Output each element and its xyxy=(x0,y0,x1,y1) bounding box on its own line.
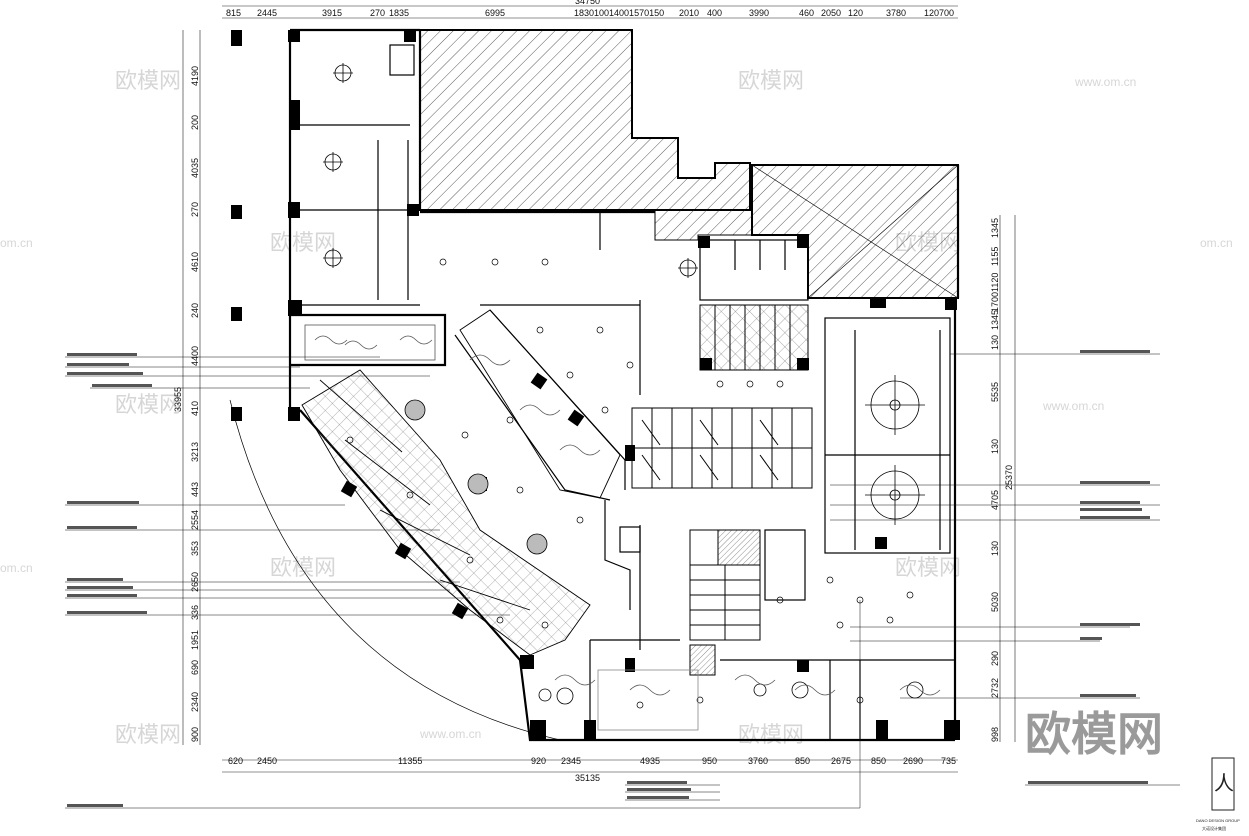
watermark-url: www.om.cn xyxy=(419,727,481,741)
dim-label: 3990 xyxy=(749,8,769,18)
dim-label: 1951 xyxy=(190,630,200,650)
dim-label: 290 xyxy=(990,651,1000,666)
dim-label: 4400 xyxy=(190,346,200,366)
dim-label: 2340 xyxy=(190,692,200,712)
top-dimensions: 815 2445 3915 270 1835 6995 183010014001… xyxy=(226,0,954,18)
dim-label: 920 xyxy=(531,756,546,766)
dim-label: 200 xyxy=(190,115,200,130)
watermark-url: www.om.cn xyxy=(1042,399,1104,413)
watermark-url: om.cn xyxy=(0,561,33,575)
bottom-dimensions: 620 2450 11355 920 2345 4935 950 3760 85… xyxy=(228,756,956,783)
dim-label: 400 xyxy=(707,8,722,18)
dim-label: 1345 xyxy=(990,218,1000,238)
dim-label: 850 xyxy=(795,756,810,766)
dim-label: 2675 xyxy=(831,756,851,766)
dim-label: 1345 xyxy=(990,310,1000,330)
dim-label: 183010014001570150 xyxy=(574,8,664,18)
dim-label: 4610 xyxy=(190,252,200,272)
dim-label: 2450 xyxy=(257,756,277,766)
dim-label: 130 xyxy=(990,541,1000,556)
dim-label: 4035 xyxy=(190,158,200,178)
staircases xyxy=(631,304,813,676)
brand-logo: 欧模网 xyxy=(1025,707,1163,761)
dim-label: 6995 xyxy=(485,8,505,18)
dim-label: 270 xyxy=(190,202,200,217)
dim-label: 900 xyxy=(190,727,200,742)
dim-label: 1835 xyxy=(389,8,409,18)
watermark-url: om.cn xyxy=(0,236,33,250)
dim-label: 815 xyxy=(226,8,241,18)
dim-label: 410 xyxy=(190,401,200,416)
dim-label: 2345 xyxy=(561,756,581,766)
watermark-url: om.cn xyxy=(1200,236,1233,250)
dim-label: 2445 xyxy=(257,8,277,18)
dim-label: 2554 xyxy=(190,510,200,530)
dim-label: 353 xyxy=(190,541,200,556)
ceiling-fixtures xyxy=(323,63,925,705)
watermark-logo: 欧模网 xyxy=(895,556,961,581)
dim-label: 443 xyxy=(190,482,200,497)
watermark-logo: 欧模网 xyxy=(115,393,181,418)
watermark-url: www.om.cn xyxy=(1074,75,1136,89)
dim-label: 3213 xyxy=(190,442,200,462)
dim-label: 120 xyxy=(848,8,863,18)
dim-label: 998 xyxy=(990,727,1000,742)
dim-overall: 25370 xyxy=(1004,465,1014,490)
dim-label: 3915 xyxy=(322,8,342,18)
dim-label: 336 xyxy=(190,605,200,620)
corporate-mark-glyph: 人 xyxy=(1214,771,1234,795)
annotation-leaders xyxy=(65,353,1180,809)
dim-label: 4705 xyxy=(990,490,1000,510)
corporate-mark: 人 DANO DESIGN GROUP 大诺设计集团 xyxy=(1196,757,1240,831)
dim-label: 3780 xyxy=(886,8,906,18)
annotation-labels xyxy=(67,350,1150,807)
dim-label: 1155 xyxy=(990,247,1000,266)
dim-label: 950 xyxy=(702,756,717,766)
dim-label: 2010 xyxy=(679,8,699,18)
dim-label: 130 xyxy=(990,335,1000,350)
dim-overall: 35135 xyxy=(575,773,600,783)
dim-label: 850 xyxy=(871,756,886,766)
curved-canopy xyxy=(229,309,621,741)
dim-label: 2050 xyxy=(821,8,841,18)
dim-label: 4190 xyxy=(190,66,200,86)
dim-overall: 33955 xyxy=(173,387,183,412)
dim-label: 5030 xyxy=(990,592,1000,612)
dimension-lines xyxy=(182,5,1016,773)
dim-label: 2690 xyxy=(903,756,923,766)
watermark-logo: 欧模网 xyxy=(270,231,336,256)
left-dimensions: 4190 200 4035 270 4610 240 4400 410 3213… xyxy=(173,66,200,742)
dim-label: 120700 xyxy=(924,8,954,18)
dim-label: 3760 xyxy=(748,756,768,766)
watermark-logo: 欧模网 xyxy=(738,69,804,94)
dim-label: 690 xyxy=(190,660,200,675)
dim-label: 2732 xyxy=(990,678,1000,698)
right-dimensions: 1345 1155 17001120 1345 130 5535 130 470… xyxy=(990,218,1014,742)
dim-label: 5535 xyxy=(990,382,1000,402)
dim-label: 240 xyxy=(190,303,200,318)
dim-label: 460 xyxy=(799,8,814,18)
watermark-logo: 欧模网 xyxy=(115,69,181,94)
watermark-logo: 欧模网 xyxy=(270,556,336,581)
dim-label: 17001120 xyxy=(990,273,1000,312)
dim-label: 620 xyxy=(228,756,243,766)
dim-label: 270 xyxy=(370,8,385,18)
dim-overall: 34750 xyxy=(575,0,600,6)
watermark-logo: 欧模网 xyxy=(115,723,181,748)
watermark-logo: 欧模网 xyxy=(738,723,804,748)
furniture-symbols xyxy=(304,324,941,731)
corporate-caption-cn: 大诺设计集团 xyxy=(1202,825,1226,831)
dim-label: 130 xyxy=(990,439,1000,454)
dim-label: 735 xyxy=(941,756,956,766)
hatched-zones xyxy=(419,29,959,299)
dim-label: 4935 xyxy=(640,756,660,766)
dim-label: 11355 xyxy=(398,756,422,766)
corporate-caption-en: DANO DESIGN GROUP xyxy=(1196,818,1240,823)
